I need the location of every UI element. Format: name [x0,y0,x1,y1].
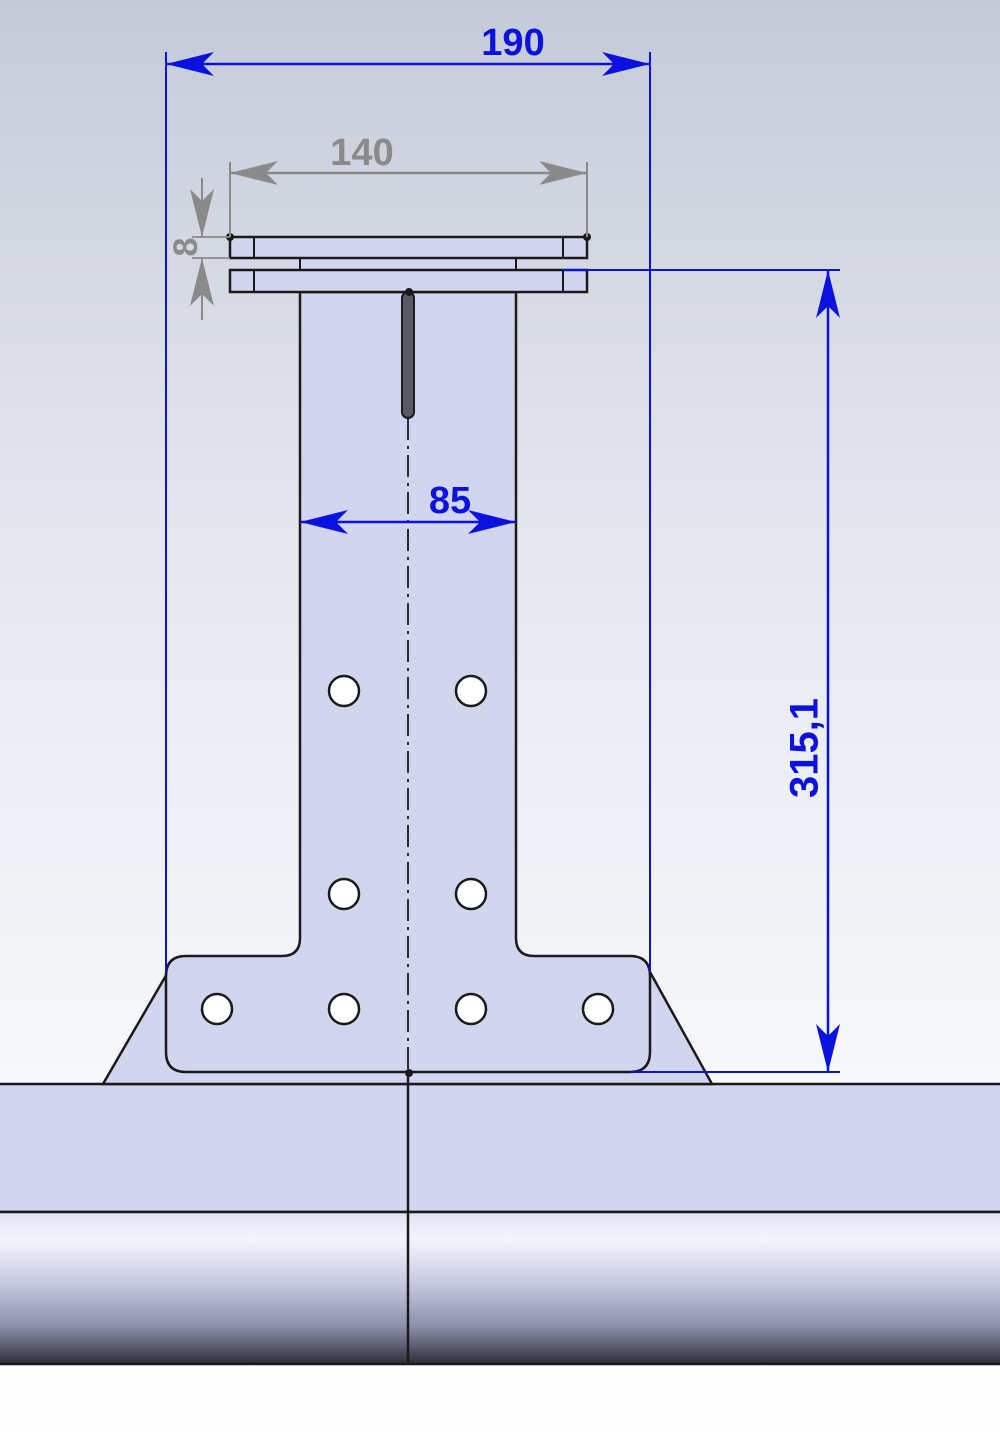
plate-spacer [299,257,517,271]
hole[interactable] [327,992,361,1026]
dimension-height[interactable]: 315,1 [563,269,840,1073]
hole[interactable] [581,992,615,1026]
hole[interactable] [454,992,488,1026]
dimension-stem-width[interactable]: 85 [300,480,516,534]
stem-slot[interactable] [401,291,415,419]
dimension-overall-width[interactable]: 190 [165,22,651,972]
dimension-value[interactable]: 190 [481,22,544,64]
sketch-point[interactable] [405,1069,413,1077]
dimension-value[interactable]: 85 [429,480,471,522]
top-plate-upper[interactable] [228,235,589,260]
dimension-plate-width[interactable]: 140 [229,132,588,237]
dimension-value[interactable]: 140 [330,132,393,174]
hole[interactable] [454,674,488,708]
hole[interactable] [327,877,361,911]
base-tube[interactable] [0,1210,1000,1366]
dimension-value[interactable]: 8 [167,238,205,257]
hole[interactable] [454,877,488,911]
dimension-plate-gap[interactable]: 8 [167,178,230,320]
base-beam[interactable] [0,1082,1000,1214]
hole[interactable] [327,674,361,708]
sketch-point[interactable] [405,288,413,296]
dimension-value[interactable]: 315,1 [783,698,827,798]
hole[interactable] [200,992,234,1026]
bolt-holes [200,674,615,1026]
